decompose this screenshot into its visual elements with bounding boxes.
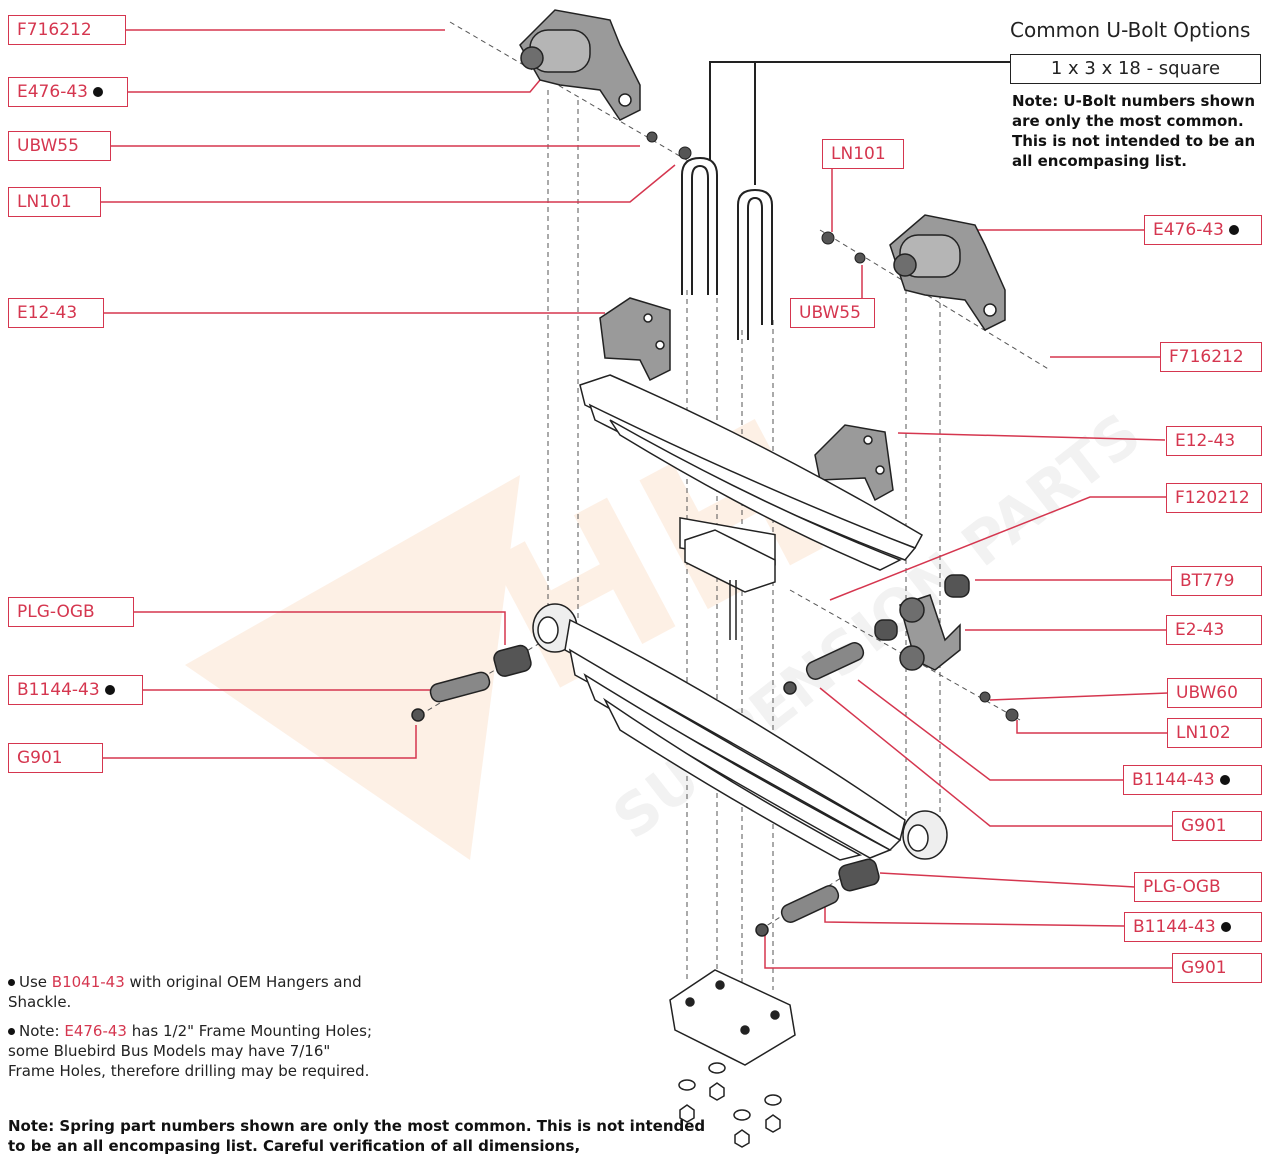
label-g901-right-lower: G901 — [1172, 953, 1262, 983]
label-ubw55-left: UBW55 — [8, 131, 111, 161]
bottom-note: Note: Spring part numbers shown are only… — [8, 1117, 706, 1155]
leaf-spring-main — [532, 603, 948, 861]
footnote-marker-icon — [1220, 922, 1231, 932]
footnote-1: Use B1041-43 with original OEM Hangers a… — [8, 973, 362, 1011]
label-ubw55-middle: UBW55 — [790, 298, 875, 328]
hanger-e476-left — [519, 9, 641, 121]
ubolt-heading: Common U-Bolt Options — [1010, 18, 1251, 42]
label-e12-43-left: E12-43 — [8, 298, 104, 328]
shackle-e2-43 — [874, 574, 970, 671]
hanger-e476-right — [889, 214, 1006, 331]
label-b1144-43-right-lower: B1144-43 — [1124, 912, 1262, 942]
spacer-block-lower — [684, 529, 776, 640]
bracket-e12-right — [814, 424, 894, 502]
label-ln101-middle: LN101 — [822, 139, 904, 169]
ubolt-note: Note: U-Bolt numbers shown are only the … — [1012, 92, 1256, 170]
footnote-marker-icon — [1219, 775, 1230, 785]
label-ubw60: UBW60 — [1167, 678, 1262, 708]
leader-lines — [100, 29, 1173, 969]
label-b1144-43-left: B1144-43 — [8, 675, 143, 705]
ubolt-callout-lines — [709, 61, 1010, 185]
pins-bushings — [411, 642, 880, 937]
label-e2-43: E2-43 — [1166, 615, 1262, 645]
axle-plate — [669, 969, 796, 1066]
label-plg-ogb-left: PLG-OGB — [8, 597, 134, 627]
label-plg-ogb-right: PLG-OGB — [1134, 872, 1262, 902]
footnote-marker-icon — [104, 685, 115, 695]
label-e476-43-top-left: E476-43 — [8, 77, 128, 107]
label-b1144-43-right: B1144-43 — [1123, 765, 1262, 795]
u-bolts — [681, 156, 773, 340]
ubolt-option: 1 x 3 x 18 - square — [1010, 54, 1261, 84]
footnote-2: Note: E476-43 has 1/2" Frame Mounting Ho… — [8, 1022, 373, 1080]
nuts-washers — [678, 1062, 782, 1148]
bracket-e12-left — [599, 297, 671, 382]
part-link-e476-43: E476-43 — [64, 1022, 127, 1040]
label-bt779: BT779 — [1171, 566, 1262, 596]
label-e476-43-right: E476-43 — [1144, 215, 1262, 245]
label-ln101-left: LN101 — [8, 187, 101, 217]
small-hardware — [646, 131, 1019, 722]
footnote-marker-icon — [8, 1028, 15, 1035]
label-f120212: F120212 — [1166, 483, 1262, 513]
label-f716212-top-left: F716212 — [8, 15, 126, 45]
footnote-marker-icon — [8, 979, 15, 986]
part-link-b1041-43: B1041-43 — [51, 973, 125, 991]
label-g901-right: G901 — [1172, 811, 1262, 841]
footnote-marker-icon — [1228, 225, 1239, 235]
label-ln102: LN102 — [1167, 718, 1262, 748]
label-e12-43-right: E12-43 — [1166, 426, 1262, 456]
label-g901-left: G901 — [8, 743, 103, 773]
label-f716212-right: F716212 — [1160, 342, 1262, 372]
footnote-marker-icon — [92, 87, 103, 97]
